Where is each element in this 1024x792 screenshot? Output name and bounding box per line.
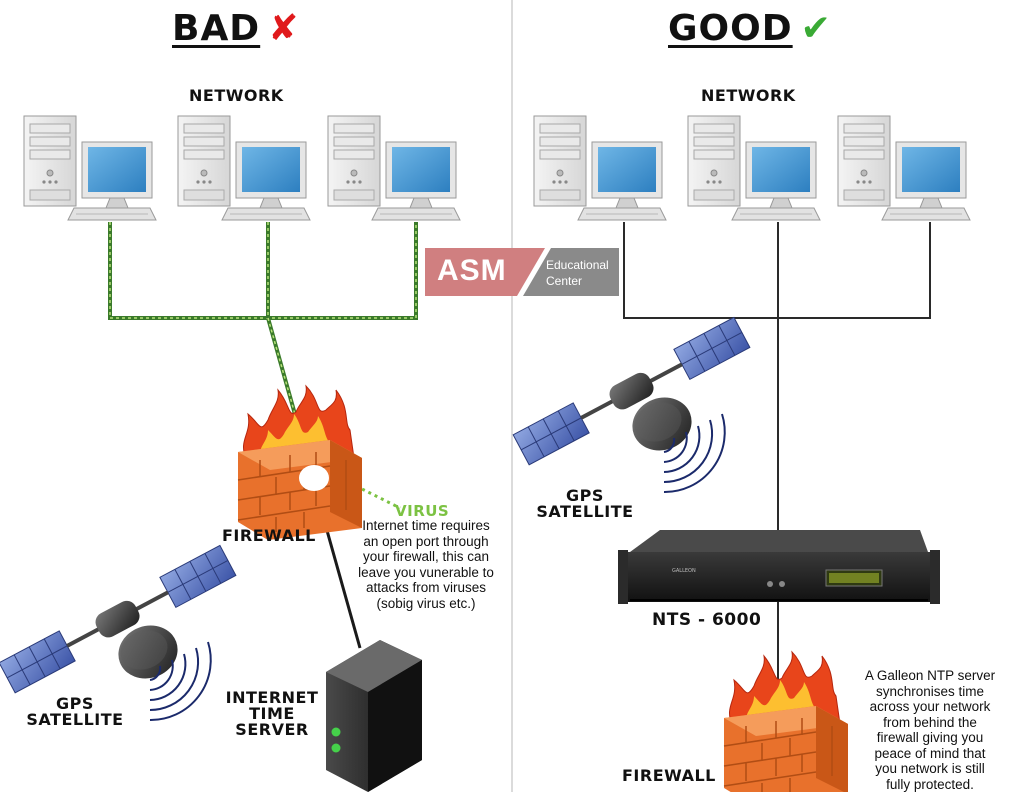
nts-6000-label: NTS - 6000	[652, 610, 762, 630]
virus-warning-text: Internet time requires an open port thro…	[342, 518, 510, 611]
bad-network-computer-3	[327, 115, 461, 221]
good-firewall-icon	[723, 651, 849, 792]
bad-network-computer-1	[23, 115, 157, 221]
virus-note-line: (sobig virus etc.)	[376, 595, 476, 611]
good-network-label: NETWORK	[701, 86, 796, 105]
bad-firewall-label: FIREWALL	[222, 526, 316, 545]
server-label-line: TIME	[249, 704, 295, 723]
virus-note-line: your firewall, this can	[362, 549, 490, 564]
asm-subtitle-line: Educational	[546, 258, 609, 272]
good-network-computer-3	[837, 115, 971, 221]
description-line: from behind the	[883, 714, 977, 730]
asm-watermark-shape	[425, 248, 619, 296]
bad-network-computer-2	[177, 115, 311, 221]
bad-firewall-icon	[237, 385, 363, 541]
bad-gps-label-line: SATELLITE	[26, 710, 124, 729]
bad-cross-icon: ✘	[268, 8, 300, 49]
asm-subtitle: Educational Center	[546, 257, 609, 289]
firewall-open-port	[299, 465, 329, 491]
internet-time-server-icon	[326, 640, 422, 792]
description-line: fully protected.	[886, 776, 974, 792]
description-line: firewall giving you	[876, 730, 984, 745]
galleon-description-text: A Galleon NTP server synchronises time a…	[848, 668, 1012, 792]
asm-title: ASM	[437, 254, 507, 287]
good-gps-label: GPS SATELLITE	[532, 488, 638, 520]
good-gps-satellite-icon	[511, 315, 752, 467]
description-line: synchronises time	[875, 683, 985, 699]
bad-gps-label-line: GPS	[56, 694, 94, 713]
nts-6000-device-icon	[618, 530, 940, 604]
good-network-computer-2	[687, 115, 821, 221]
nts-device-brand: GALLEON	[672, 568, 696, 574]
virus-label: VIRUS	[395, 502, 450, 520]
asm-watermark: ASM Educational Center	[425, 248, 619, 296]
description-line: A Galleon NTP server	[864, 668, 996, 683]
bad-gps-label: GPS SATELLITE	[22, 696, 128, 728]
good-network-computer-1	[533, 115, 667, 221]
good-firewall-label: FIREWALL	[622, 766, 716, 785]
description-line: across your network	[869, 699, 991, 714]
description-line: peace of mind that	[874, 745, 986, 761]
good-gps-label-line: GPS	[566, 486, 604, 505]
bad-network-cabling	[108, 222, 418, 419]
good-check-icon: ✔	[800, 8, 832, 49]
good-gps-label-line: SATELLITE	[536, 502, 634, 521]
description-line: you network is still	[875, 761, 985, 776]
server-label-line: SERVER	[235, 720, 309, 739]
internet-time-server-label: INTERNET TIME SERVER	[220, 690, 324, 738]
server-label-line: INTERNET	[225, 688, 319, 707]
virus-note-line: leave you vunerable to	[358, 564, 494, 580]
good-heading-text: GOOD	[668, 8, 793, 49]
bad-network-label: NETWORK	[189, 86, 284, 105]
virus-note-line: an open port through	[363, 533, 489, 549]
virus-note-line: attacks from viruses	[365, 580, 487, 595]
virus-note-line: Internet time requires	[362, 518, 490, 533]
asm-subtitle-line: Center	[546, 274, 583, 288]
good-heading: GOOD✔	[668, 8, 832, 49]
bad-heading-text: BAD	[172, 8, 261, 49]
bad-heading: BAD✘	[172, 8, 299, 49]
bad-gps-satellite-icon	[0, 543, 238, 695]
